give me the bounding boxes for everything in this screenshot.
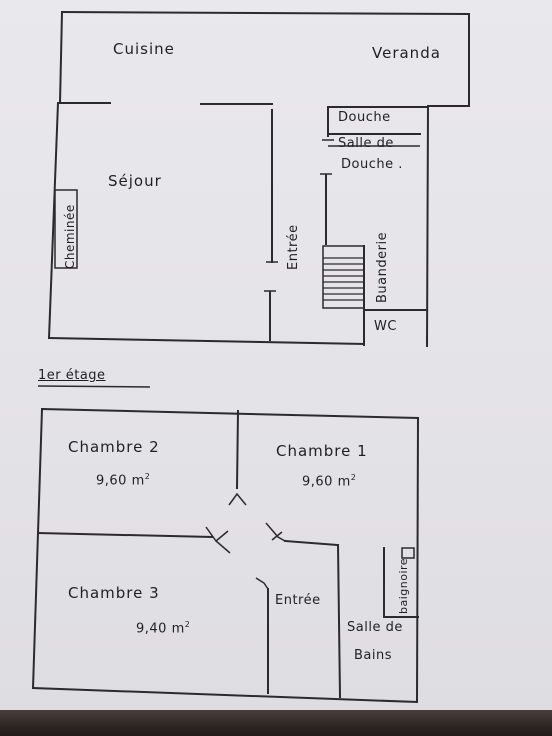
bedroom-1-area: 9,60 m2: [302, 473, 357, 490]
bedroom-3-area: 9,40 m2: [136, 620, 191, 637]
bedroom-1-label: Chambre 1: [276, 442, 368, 460]
wc-label: WC: [374, 319, 397, 334]
area-exponent: 2: [350, 473, 357, 482]
bathroom-label-line2: Bains: [354, 648, 393, 663]
shower-room-label-line1: Salle de: [338, 136, 394, 151]
bathroom-label-line1: Salle de: [347, 620, 403, 635]
bedroom-3-label: Chambre 3: [68, 584, 160, 602]
fireplace-label: Cheminée: [63, 204, 77, 269]
staircase-steps: [323, 257, 364, 301]
shower-label: Douche: [338, 110, 391, 125]
bathtub-label: baignoire: [397, 557, 410, 614]
paper-sheet: [0, 0, 552, 716]
ground-floor-walls: [47, 10, 470, 348]
first-floor-walls: [31, 385, 420, 704]
table-edge: [0, 710, 552, 736]
area-exponent: 2: [144, 472, 151, 481]
first-floor-heading: 1er étage: [38, 368, 106, 383]
kitchen-label: Cuisine: [113, 40, 175, 58]
first-entrance-label: Entrée: [275, 593, 321, 608]
ground-entrance-label: Entrée: [286, 224, 301, 270]
shower-room-label-line2: Douche .: [341, 157, 403, 172]
laundry-label: Buanderie: [375, 231, 390, 303]
bedroom-2-label: Chambre 2: [68, 438, 160, 456]
veranda-label: Veranda: [372, 44, 441, 62]
area-exponent: 2: [184, 620, 191, 629]
bedroom-2-area: 9,60 m2: [96, 472, 151, 489]
living-room-label: Séjour: [108, 172, 162, 190]
